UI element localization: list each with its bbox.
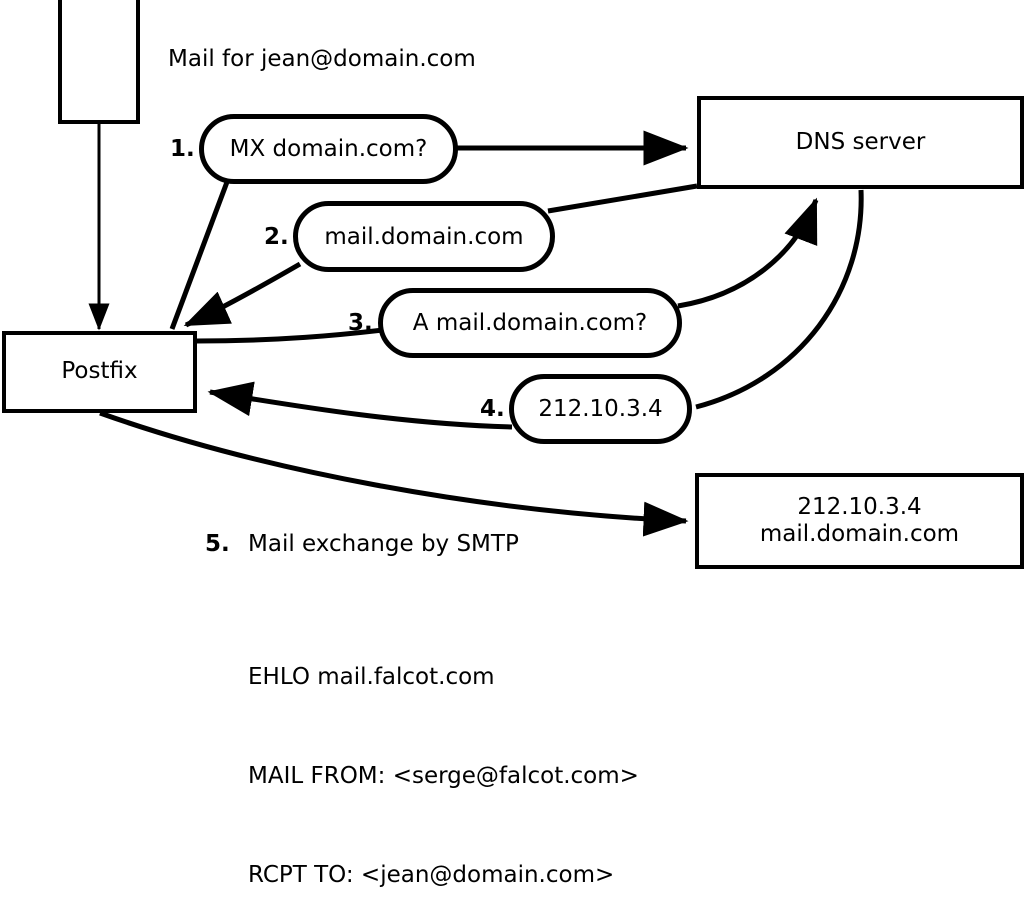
- edge-step2-pill-to-postfix: [183, 261, 302, 328]
- step-1-label: MX domain.com?: [229, 136, 428, 162]
- step-5-label: Mail exchange by SMTP: [248, 531, 519, 557]
- step-3-label: A mail.domain.com?: [412, 310, 648, 336]
- target-mail-server-ip: 212.10.3.4: [797, 493, 922, 520]
- step-2-pill: mail.domain.com: [293, 201, 555, 272]
- step-4-pill: 212.10.3.4: [509, 374, 692, 444]
- edge-step3-postfix-to-pill: [195, 327, 384, 344]
- step-3-pill: A mail.domain.com?: [378, 288, 682, 358]
- step-4-number: 4.: [480, 396, 505, 422]
- step-4-label: 212.10.3.4: [538, 396, 663, 422]
- caption-mail-for: Mail for jean@domain.com: [168, 46, 476, 72]
- edge-step3-pill-to-dns: [677, 197, 819, 309]
- step-1-number: 1.: [170, 136, 195, 162]
- edge-step2-dns-to-pill: [547, 183, 698, 214]
- step-1-pill: MX domain.com?: [199, 114, 458, 184]
- edge-step4-pill-to-postfix: [207, 381, 513, 430]
- edge-step1-pill-to-postfix: [169, 181, 230, 330]
- step-2-label: mail.domain.com: [324, 223, 524, 250]
- edge-step4-dns-to-pill: [695, 189, 864, 410]
- smtp-line: RCPT TO: <jean@domain.com>: [248, 862, 615, 888]
- smtp-line: MAIL FROM: <serge@falcot.com>: [248, 763, 639, 789]
- target-mail-server-host: mail.domain.com: [759, 521, 960, 547]
- dns-server-label: DNS server: [795, 128, 926, 155]
- smtp-transcript: EHLO mail.falcot.com MAIL FROM: <serge@f…: [248, 595, 639, 919]
- edge-step5-postfix-to-mailserver: [99, 410, 689, 537]
- smtp-line: EHLO mail.falcot.com: [248, 664, 495, 690]
- postfix-label: Postfix: [61, 358, 138, 385]
- node-target-mail-server: 212.10.3.4 mail.domain.com: [695, 473, 1024, 569]
- node-postfix: Postfix: [2, 331, 197, 413]
- step-5-number: 5.: [205, 531, 230, 557]
- node-dns-server: DNS server: [697, 96, 1024, 189]
- node-mail-client: [58, 0, 140, 124]
- step-3-number: 3.: [348, 310, 373, 336]
- step-2-number: 2.: [264, 224, 289, 250]
